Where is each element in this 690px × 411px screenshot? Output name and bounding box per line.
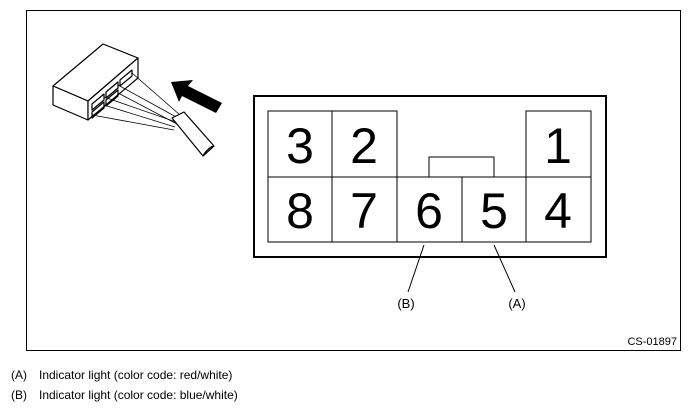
legend-text-b: Indicator light (color code: blue/white)	[39, 388, 238, 402]
pin-cell-4	[525, 176, 592, 243]
figure-code: CS-01897	[627, 336, 677, 348]
pin-number-6: 6	[415, 183, 443, 239]
connector-lock-tab	[428, 156, 495, 178]
pin-number-7: 7	[350, 183, 378, 239]
callout-label-a: (A)	[508, 296, 525, 311]
legend-item-a: (A) Indicator light (color code: red/whit…	[11, 368, 232, 382]
callout-label-b: (B)	[397, 296, 414, 311]
pin-number-1: 1	[544, 118, 572, 174]
pin-number-8: 8	[286, 183, 314, 239]
leader-line-a	[493, 244, 516, 293]
pin-cell-5	[461, 176, 527, 243]
pin-cell-1	[525, 110, 592, 178]
pin-number-4: 4	[544, 183, 572, 239]
view-direction-arrow	[171, 80, 222, 113]
connector-face-outline	[253, 95, 607, 258]
pin-grid	[267, 110, 592, 243]
leader-line-b	[407, 244, 425, 293]
pin-number-2: 2	[350, 118, 378, 174]
legend-text-a: Indicator light (color code: red/white)	[39, 368, 233, 382]
legend-key-b: (B)	[11, 388, 27, 402]
pin-cell-7	[331, 176, 398, 243]
pin-cell-2	[331, 110, 398, 178]
pin-number-3: 3	[286, 118, 314, 174]
legend-item-b: (B) Indicator light (color code: blue/whi…	[11, 388, 238, 402]
pin-number-5: 5	[480, 183, 508, 239]
pin-cell-3	[267, 110, 333, 178]
connector-plug-illustration	[52, 43, 215, 157]
pin-cell-8	[267, 176, 333, 243]
figure-frame	[26, 10, 681, 351]
legend-key-a: (A)	[11, 368, 27, 382]
